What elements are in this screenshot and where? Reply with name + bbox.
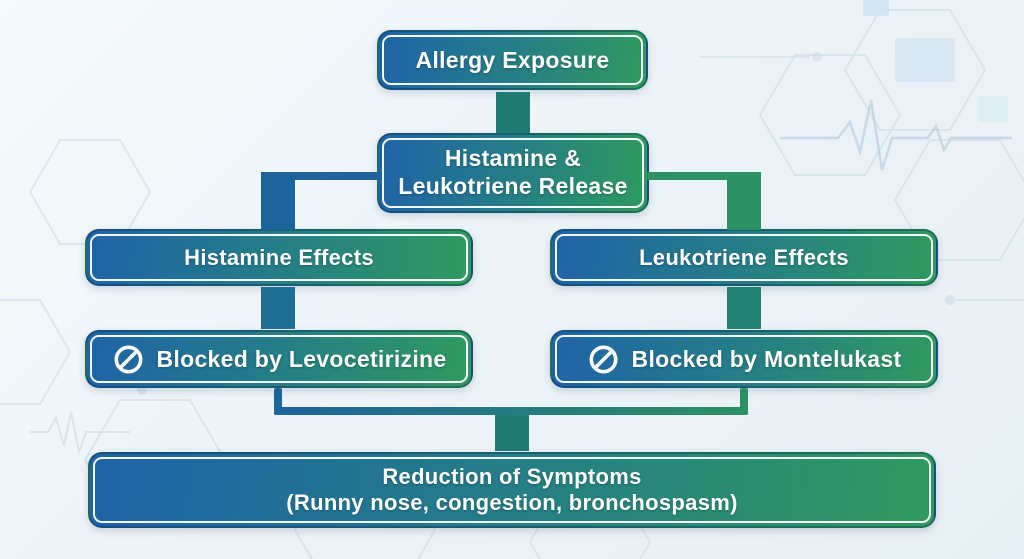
- connector-line: [508, 92, 518, 118]
- no-entry-icon: [114, 345, 142, 373]
- arrow-merge-to-reduction: [495, 415, 529, 451]
- connector-release-to-leukotriene-horizontal: [646, 172, 750, 180]
- arrow-histamine-to-blocked-levocetirizine: [261, 287, 295, 329]
- node-label-line1: Reduction of Symptoms: [382, 463, 642, 489]
- node-label: Histamine Effects: [184, 244, 374, 270]
- arrowhead-icon: [496, 113, 530, 133]
- arrowhead-icon: [495, 431, 529, 451]
- node-leukotriene-effects: Leukotriene Effects: [550, 229, 938, 286]
- node-reduction-of-symptoms: Reduction of Symptoms (Runny nose, conge…: [88, 452, 936, 528]
- arrowhead-icon: [727, 309, 761, 329]
- node-label: Allergy Exposure: [415, 46, 610, 73]
- connector-merge-horizontal: [274, 407, 748, 415]
- node-label-line2: Leukotriene Release: [398, 173, 628, 199]
- node-label: Blocked by Levocetirizine: [156, 345, 447, 372]
- arrow-release-to-histamine-effects: [261, 172, 295, 230]
- node-blocked-by-montelukast: Blocked by Montelukast: [550, 330, 938, 388]
- node-histamine-effects: Histamine Effects: [85, 229, 473, 286]
- arrowhead-icon: [261, 309, 295, 329]
- connector-line: [739, 172, 749, 215]
- node-allergy-exposure: Allergy Exposure: [377, 30, 648, 90]
- connector-line: [507, 415, 517, 436]
- arrow-allergy-to-release: [496, 92, 530, 133]
- node-histamine-leukotriene-release: Histamine & Leukotriene Release: [377, 133, 649, 213]
- connector-line: [273, 287, 283, 314]
- connector-line: [739, 287, 749, 314]
- arrow-leukotriene-to-blocked-montelukast: [727, 287, 761, 329]
- node-label-line2: (Runny nose, congestion, bronchospasm): [286, 490, 738, 515]
- node-label: Blocked by Montelukast: [631, 345, 902, 372]
- arrow-release-to-leukotriene-effects: [727, 172, 761, 230]
- connector-line: [273, 172, 283, 215]
- node-label-line1: Histamine &: [444, 145, 582, 172]
- node-label: Leukotriene Effects: [639, 244, 849, 270]
- connector-montelukast-merge-vertical: [740, 388, 748, 415]
- arrowhead-icon: [261, 210, 295, 230]
- connector-levocetirizine-merge-vertical: [274, 388, 282, 415]
- connector-release-to-histamine-horizontal: [274, 172, 380, 180]
- no-entry-icon: [589, 345, 618, 373]
- arrowhead-icon: [727, 210, 761, 230]
- node-blocked-by-levocetirizine: Blocked by Levocetirizine: [85, 330, 473, 388]
